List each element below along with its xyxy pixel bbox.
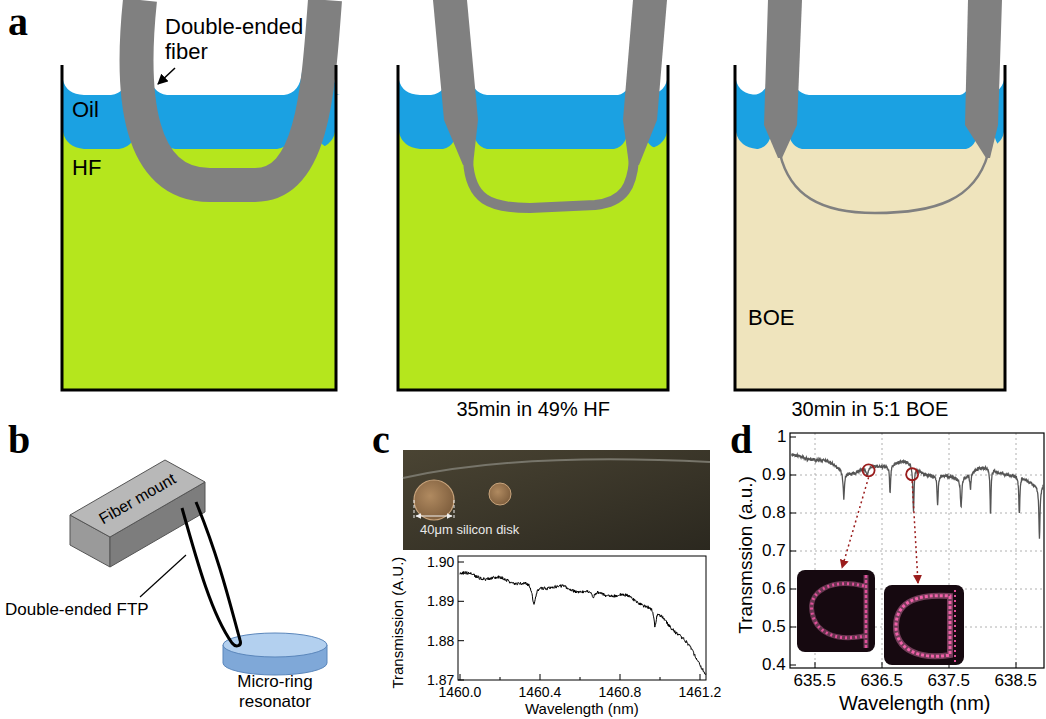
tick-label: 635.5: [794, 671, 837, 691]
optical-fiber: [433, 0, 478, 165]
tick-label: 0.4: [762, 655, 786, 675]
silicon-disk: [414, 480, 454, 520]
bus-waveguide: [865, 575, 868, 648]
thinned-fiber: [468, 160, 634, 208]
mode-image-inset: [797, 570, 875, 652]
bus-waveguide: [954, 590, 956, 662]
tick-label: 636.5: [861, 671, 904, 691]
inset-image: [884, 585, 964, 665]
beaker-wall: [735, 65, 1005, 390]
layer-label: Oil: [72, 97, 99, 122]
dimension-guide: [414, 500, 454, 520]
chart-c-axes: [458, 556, 706, 680]
micrograph: [403, 450, 710, 550]
panel-letter: b: [8, 420, 30, 460]
micrograph-image: [403, 450, 710, 550]
beaker-hf: [62, 0, 340, 390]
plot-frame: [458, 556, 706, 680]
tick-label: 1461.2: [679, 684, 722, 700]
leader-line: [140, 555, 186, 597]
tick-label: 0.9: [762, 465, 786, 485]
tick-label: 0.7: [762, 541, 786, 561]
grid-lines: [790, 433, 1044, 668]
resonance-marker: [906, 468, 918, 480]
beaker-wall: [62, 65, 336, 390]
fiber-mount-sketch: [70, 460, 327, 675]
pointer-arrow: [912, 481, 918, 583]
dimension-label: 40μm silicon disk: [420, 523, 519, 538]
part-label: Fiber mount: [96, 469, 179, 528]
tick-label: 0.8: [762, 503, 786, 523]
leader-arrow: [158, 68, 175, 84]
pointer-arrow: [842, 477, 869, 568]
tick-label: 1.89: [427, 593, 454, 609]
tick-label: 637.5: [928, 671, 971, 691]
ring-glow: [812, 584, 864, 638]
beaker-boe: [735, 0, 1005, 390]
chart-d-axes: [790, 433, 1044, 668]
mount-top-face: [70, 460, 205, 537]
optical-fiber: [764, 0, 802, 158]
dimension-arrow: [416, 515, 452, 516]
ring-mode: [812, 584, 864, 638]
transmission-trace: [460, 571, 706, 674]
beaker-wall: [398, 65, 668, 390]
fiber-image: [403, 459, 710, 478]
tick-label: 1460.8: [599, 684, 642, 700]
ring-glow: [896, 596, 950, 657]
ring-mode: [896, 596, 950, 657]
resonance-marker: [863, 464, 875, 476]
mode-image-inset: [884, 585, 964, 665]
panel-letter: d: [730, 420, 752, 460]
optical-fiber: [137, 0, 325, 185]
layer-label: BOE: [748, 305, 794, 330]
layer-label: HF: [72, 155, 101, 180]
boe-liquid: [736, 148, 1004, 389]
tick-label: 638.5: [995, 671, 1038, 691]
bus-waveguide-glow: [864, 575, 869, 648]
panel-letter: c: [372, 420, 390, 460]
spectrum-trace-group: [460, 571, 706, 674]
part-label: Double-ended FTP: [5, 600, 149, 620]
fiber-taper-probe: [182, 502, 240, 646]
inset-image: [797, 570, 875, 652]
axis-ticks: [790, 437, 1016, 668]
spectrum-trace-group: [792, 454, 1043, 539]
step-caption: 35min in 49% HF: [457, 398, 610, 421]
transmission-trace: [792, 454, 1043, 539]
tick-label: 1.90: [427, 554, 454, 570]
resonance-markers: [842, 464, 918, 583]
tick-label: 1: [777, 427, 786, 447]
tick-label: 0.5: [762, 617, 786, 637]
panel-letter: a: [8, 2, 28, 42]
step-caption: 30min in 5:1 BOE: [792, 398, 949, 421]
part-label: Micro-ring resonator: [220, 672, 330, 711]
optical-fiber: [965, 0, 1002, 158]
axis-ticks: [458, 562, 700, 680]
plot-frame: [790, 433, 1044, 668]
tick-label: 1460.4: [519, 684, 562, 700]
callout-label: Double-ended fiber: [165, 14, 315, 65]
axis-title: Wavelength (nm): [525, 700, 639, 717]
tick-label: 1460.0: [439, 684, 482, 700]
silicon-disk: [489, 483, 511, 505]
axis-title: Transmission (A.U.): [389, 556, 406, 688]
hf-liquid: [399, 148, 667, 389]
tick-label: 1.88: [427, 633, 454, 649]
tapered-fiber: [780, 154, 988, 213]
optical-fiber: [623, 0, 667, 165]
axis-title: Wavelength (nm): [839, 692, 991, 715]
tick-label: 0.6: [762, 579, 786, 599]
beaker-hf: [398, 0, 668, 390]
axis-title: Transmssion (a.u.): [735, 476, 757, 634]
